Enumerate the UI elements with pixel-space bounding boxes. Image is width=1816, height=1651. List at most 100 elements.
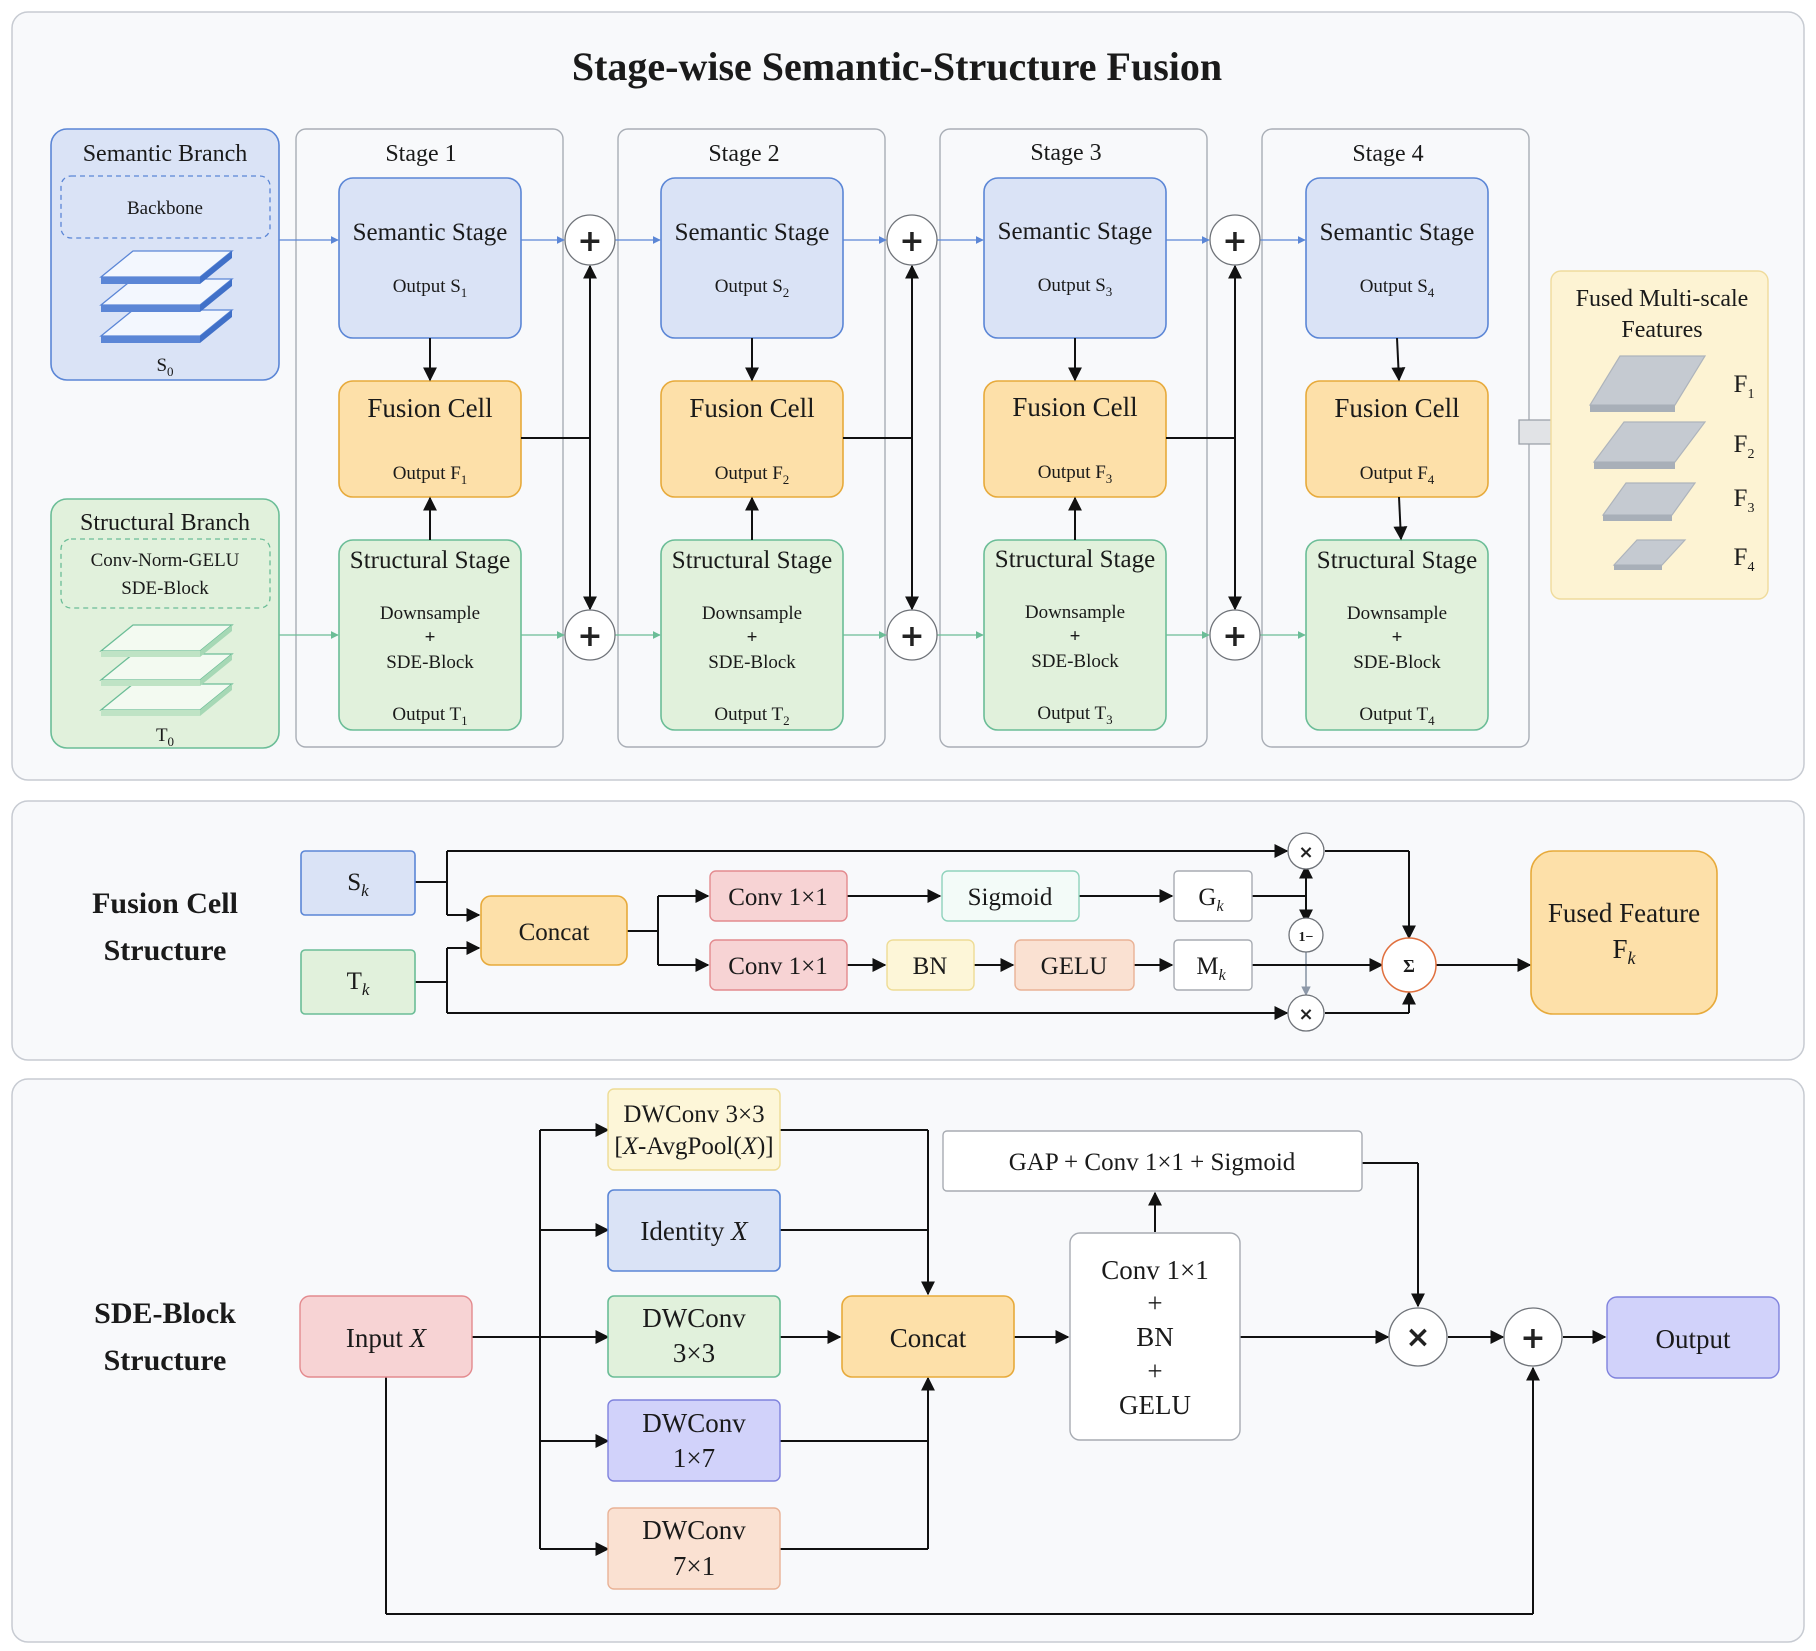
structural-branch-line2: SDE-Block — [121, 578, 209, 599]
s0-label: S — [156, 355, 167, 376]
stage-3-semantic-title: Semantic Stage — [998, 218, 1153, 245]
stage-4-semantic-box — [1305, 177, 1489, 339]
bn-box — [886, 939, 975, 991]
stage-3-fusion-title: Fusion Cell — [1012, 392, 1137, 422]
cbg-l5: GELU — [1119, 1390, 1191, 1420]
sde-input-x: X — [409, 1323, 428, 1353]
gk-sub: k — [1216, 898, 1224, 915]
svg-text:Mk: Mk — [1196, 953, 1226, 984]
backbone-label: Backbone — [127, 198, 203, 219]
fusion-cell-side-l2: Structure — [104, 934, 227, 967]
stage-4-semantic-sub: 4 — [1428, 285, 1435, 300]
svg-text:×: × — [1298, 1004, 1313, 1025]
svg-text:Output S4: Output S4 — [1360, 276, 1435, 300]
fusion-concat-box — [480, 895, 628, 966]
mk-box — [1173, 939, 1253, 991]
dwconv33-l2: 3×3 — [673, 1338, 715, 1368]
dwconv17-box — [607, 1399, 781, 1482]
dwconv71-box — [607, 1507, 781, 1590]
svg-text:Output F1: Output F1 — [393, 463, 468, 487]
feature-map-icon — [1592, 421, 1707, 469]
svg-text:Output T3: Output T3 — [1037, 703, 1112, 727]
f4-sub: 4 — [1747, 560, 1754, 575]
stage-1-fusion-output: Output F — [393, 463, 461, 484]
stage-internal-arrows — [423, 337, 1408, 541]
stage-3-semantic-output: Output S — [1038, 275, 1106, 296]
stage-3-structural-output: Output T — [1037, 703, 1106, 724]
t0-label: T — [156, 725, 168, 746]
svg-text:Output S1: Output S1 — [393, 276, 468, 300]
svg-text:Tk: Tk — [347, 968, 370, 999]
dwconv71-l2: 7×1 — [673, 1551, 715, 1581]
f3-sub: 3 — [1747, 501, 1754, 516]
semantic-branch: Semantic Branch Backbone S0 — [50, 128, 280, 381]
stage-1-structural-sub: 1 — [461, 713, 468, 728]
svg-text:×: × — [1405, 1320, 1430, 1355]
stage-2-structural-title: Structural Stage — [672, 547, 832, 574]
stage-3-fusion-sub: 3 — [1106, 471, 1113, 486]
structural-branch: Structural Branch Conv-Norm-GELU SDE-Blo… — [50, 498, 280, 749]
dwconv17-l1: DWConv — [642, 1408, 746, 1438]
cbg-l1: Conv 1×1 — [1101, 1255, 1209, 1285]
mk-sub: k — [1219, 967, 1227, 984]
sde-input-box — [299, 1295, 473, 1378]
sde-side-l1: SDE-Block — [94, 1297, 236, 1330]
sigmoid-label: Sigmoid — [968, 884, 1053, 911]
mk-label: M — [1196, 953, 1218, 980]
stage-4-semantic-title: Semantic Stage — [1320, 219, 1475, 246]
feature-map-icon — [1601, 482, 1697, 521]
bn-label: BN — [913, 953, 948, 980]
svg-text:T0: T0 — [156, 725, 174, 749]
stage-2-fusion-sub: 2 — [783, 472, 790, 487]
fused-feature-box — [1530, 850, 1718, 1015]
identity-box — [607, 1189, 781, 1272]
multiply-icon: × — [1388, 1307, 1448, 1367]
svg-text:Output F4: Output F4 — [1360, 463, 1435, 487]
feature-map-icon — [1612, 539, 1687, 570]
stage-2-semantic-box — [660, 177, 844, 339]
diagram-title: Stage-wise Semantic-Structure Fusion — [572, 44, 1222, 89]
gk-label: G — [1198, 884, 1216, 911]
stage-4-structural-l1: Downsample — [1347, 603, 1447, 624]
stage-3-structural-title: Structural Stage — [995, 546, 1155, 573]
sde-output-box — [1606, 1296, 1780, 1379]
stage-2-structural-l3: SDE-Block — [708, 652, 796, 673]
stage-3: Stage 3 Semantic Stage Output S 3 Fusion … — [939, 128, 1208, 748]
plus-icon: + — [1503, 1307, 1563, 1367]
fused-features-panel: Fused Multi-scale Features F1 F2 F3 F4 — [1550, 270, 1769, 600]
identity-label: Identity — [640, 1216, 731, 1246]
cbg-l3: BN — [1136, 1322, 1174, 1352]
one-minus-icon: 1− — [1288, 917, 1324, 953]
stage-2-fusion-output: Output F — [715, 463, 783, 484]
stage-3-label: Stage 3 — [1030, 140, 1101, 166]
stage-4-fusion-sub: 4 — [1428, 472, 1435, 487]
svg-text:+: + — [1222, 224, 1247, 259]
fusion-concat-label: Concat — [519, 919, 590, 946]
f1-label: F — [1734, 371, 1748, 398]
svg-text:F4: F4 — [1734, 544, 1755, 575]
stage-4-fusion-title: Fusion Cell — [1334, 393, 1459, 423]
dwconv33-l1: DWConv — [642, 1303, 746, 1333]
tk-box — [300, 949, 416, 1015]
multiply-icon: × — [1287, 994, 1325, 1032]
dw-avg-box — [607, 1088, 781, 1171]
fused-features-title-l2: Features — [1621, 317, 1702, 343]
svg-text:×: × — [1298, 842, 1313, 863]
svg-text:F2: F2 — [1734, 431, 1755, 462]
sde-block-lines — [385, 1123, 1607, 1615]
f3-label: F — [1734, 485, 1748, 512]
stage-1-structural-output: Output T — [392, 704, 461, 725]
stage-2-structural-l1: Downsample — [702, 603, 802, 624]
svg-text:F3: F3 — [1734, 485, 1755, 516]
svg-text:Identity X: Identity X — [640, 1216, 749, 1246]
fused-feature-f: F — [1612, 934, 1627, 964]
svg-text:+: + — [1222, 619, 1247, 654]
fusion-conv2-label: Conv 1×1 — [728, 953, 828, 980]
dwconv17-l2: 1×7 — [673, 1443, 715, 1473]
svg-text:[X-AvgPool(X)]: [X-AvgPool(X)] — [614, 1133, 773, 1160]
stage-1-semantic-title: Semantic Stage — [353, 219, 508, 246]
stage-1-semantic-sub: 1 — [461, 285, 468, 300]
dw-avg-l1: DWConv 3×3 — [623, 1101, 764, 1128]
stage-2-structural-sub: 2 — [783, 713, 790, 728]
sk-label: S — [347, 869, 361, 896]
